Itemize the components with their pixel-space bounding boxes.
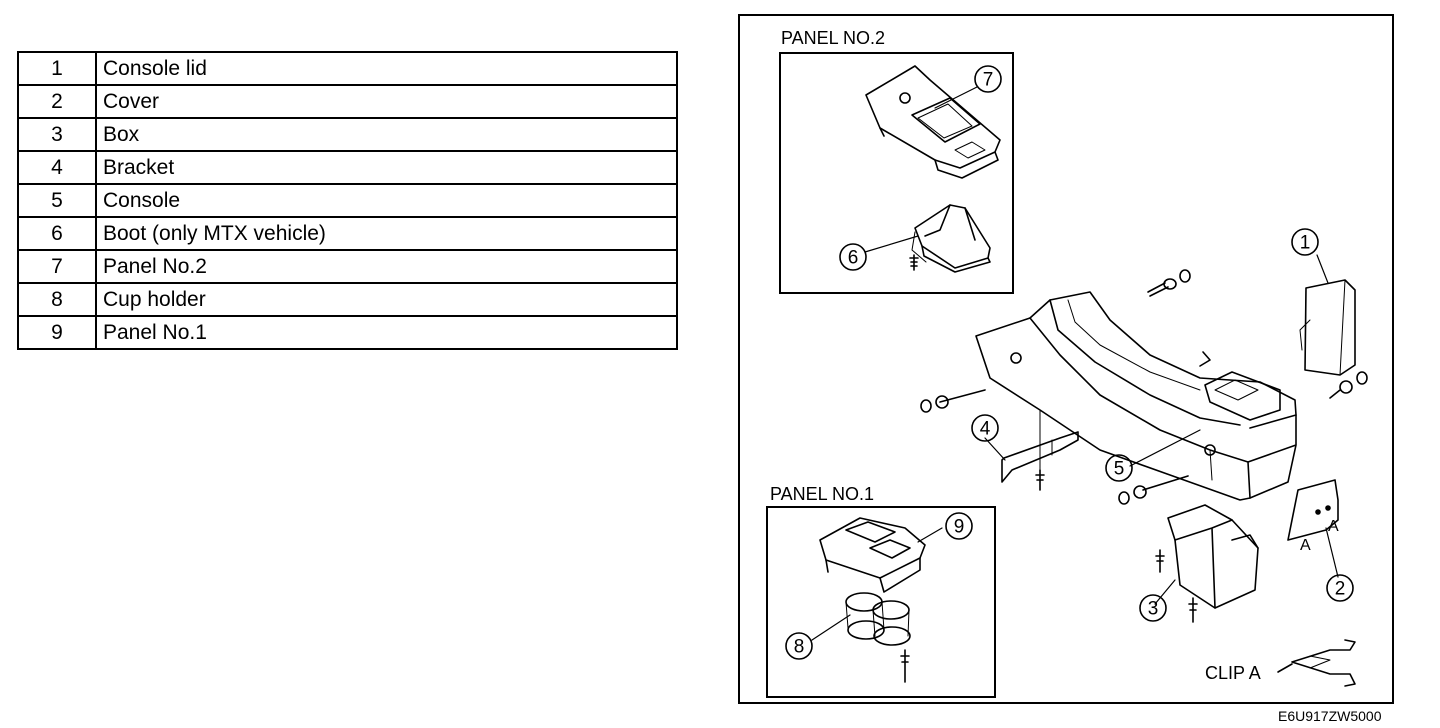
boot-part (909, 204, 991, 273)
callout-3-circle (1139, 594, 1167, 622)
part-name: Cup holder (95, 282, 678, 317)
part-name: Boot (only MTX vehicle) (95, 216, 678, 251)
callout-5-circle (1105, 454, 1133, 482)
panel-no2-inset (779, 52, 1014, 294)
callout-9-circle (945, 512, 973, 540)
clip-marker-a-right: A (1328, 518, 1339, 535)
part-number: 5 (17, 183, 97, 218)
callout-9: 9 (954, 517, 965, 538)
callout-circles (785, 65, 1354, 660)
callout-6: 6 (848, 248, 859, 269)
part-name: Panel No.2 (95, 249, 678, 284)
part-name: Cover (95, 84, 678, 119)
panel-no1-inset (766, 506, 996, 698)
part-name: Console lid (95, 51, 678, 86)
part-number: 1 (17, 51, 97, 86)
part-number: 8 (17, 282, 97, 317)
diagram-frame (738, 14, 1394, 704)
callout-8-circle (785, 632, 813, 660)
callout-3: 3 (1148, 599, 1159, 620)
callout-5: 5 (1114, 459, 1125, 480)
clip-marker-a-left: A (1300, 537, 1311, 554)
part-name: Console (95, 183, 678, 218)
part-name: Bracket (95, 150, 678, 185)
figure-code: E6U917ZW5000 (1278, 708, 1382, 724)
part-number: 2 (17, 84, 97, 119)
callout-4: 4 (980, 419, 991, 440)
fasteners (920, 269, 1368, 505)
part-number: 3 (17, 117, 97, 152)
bracket-part (1001, 431, 1079, 491)
panel-no1-title: PANEL NO.1 (770, 484, 875, 504)
console-part (975, 291, 1297, 501)
box-part (1155, 504, 1259, 623)
cover-part (1287, 479, 1339, 541)
callout-1-circle (1291, 228, 1319, 256)
part-number: 4 (17, 150, 97, 185)
part-name: Box (95, 117, 678, 152)
part-number: 7 (17, 249, 97, 284)
part-number: 6 (17, 216, 97, 251)
callout-1: 1 (1300, 233, 1311, 254)
callout-2-circle (1326, 574, 1354, 602)
callout-4-circle (971, 414, 999, 442)
console-lid-part (1299, 279, 1356, 376)
panel-no1-part (819, 517, 926, 593)
part-number: 9 (17, 315, 97, 350)
callout-7: 7 (983, 70, 994, 91)
callout-8: 8 (794, 637, 805, 658)
clip-a-icon (1277, 639, 1356, 687)
panel-no2-title: PANEL NO.2 (781, 28, 886, 48)
clip-a-label: CLIP A (1205, 663, 1261, 683)
cup-holder-part (845, 592, 911, 683)
callout-2: 2 (1335, 579, 1346, 600)
callout-6-circle (839, 243, 867, 271)
part-name: Panel No.1 (95, 315, 678, 350)
callout-7-circle (974, 65, 1002, 93)
panel-no2-part (865, 65, 1001, 179)
leader-lines (811, 86, 1339, 641)
